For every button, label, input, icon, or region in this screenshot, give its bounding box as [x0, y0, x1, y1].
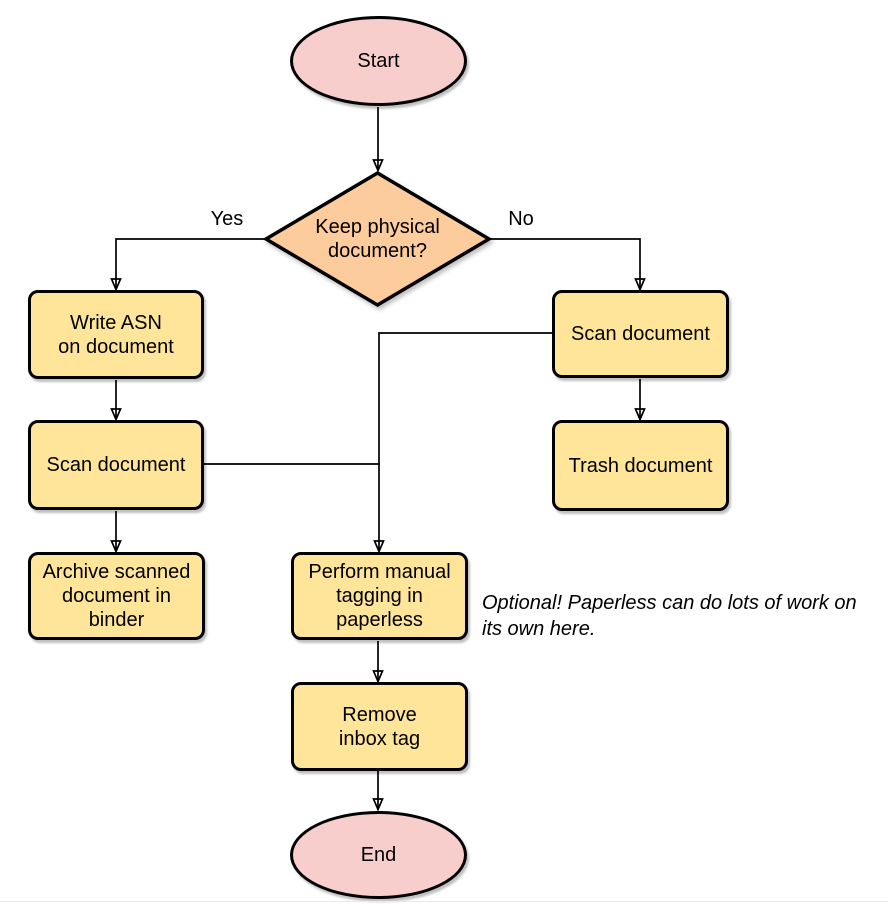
node-decision-label: Keep physical document? [315, 216, 440, 262]
edge-label-no: No [508, 208, 534, 230]
node-end-label: End [360, 844, 397, 866]
node-scan-document-right-label: Scan document [571, 323, 710, 345]
node-start-label: Start [357, 50, 400, 72]
decision-diamond-shape [263, 170, 492, 308]
node-archive-document: Archive scanned document in binder [28, 552, 205, 640]
edge-decision-yes-to-write-asn [116, 238, 266, 288]
node-decision: Keep physical document? [263, 170, 492, 308]
edge-label-yes: Yes [210, 208, 244, 230]
node-remove-inbox-tag-label: Remove inbox tag [338, 703, 421, 750]
note-optional-paperless: Optional! Paperless can do lots of work … [482, 592, 857, 641]
node-start: Start [290, 16, 467, 106]
node-archive-document-label: Archive scanned document in binder [42, 561, 191, 631]
node-scan-document-left: Scan document [28, 420, 204, 510]
bottom-divider [0, 901, 888, 902]
node-scan-document-right: Scan document [552, 290, 729, 378]
edge-decision-no-to-scan-right [489, 238, 640, 288]
node-end: End [290, 811, 467, 899]
node-write-asn: Write ASN on document [28, 290, 204, 379]
edge-scan-right-merge-to-tagging [379, 332, 552, 550]
node-trash-document-label: Trash document [568, 454, 713, 477]
node-trash-document: Trash document [552, 420, 729, 511]
node-write-asn-label: Write ASN on document [58, 311, 174, 358]
node-manual-tagging: Perform manual tagging in paperless [291, 552, 468, 640]
node-scan-document-left-label: Scan document [46, 454, 186, 476]
node-remove-inbox-tag: Remove inbox tag [291, 682, 468, 771]
node-manual-tagging-label: Perform manual tagging in paperless [308, 561, 451, 631]
